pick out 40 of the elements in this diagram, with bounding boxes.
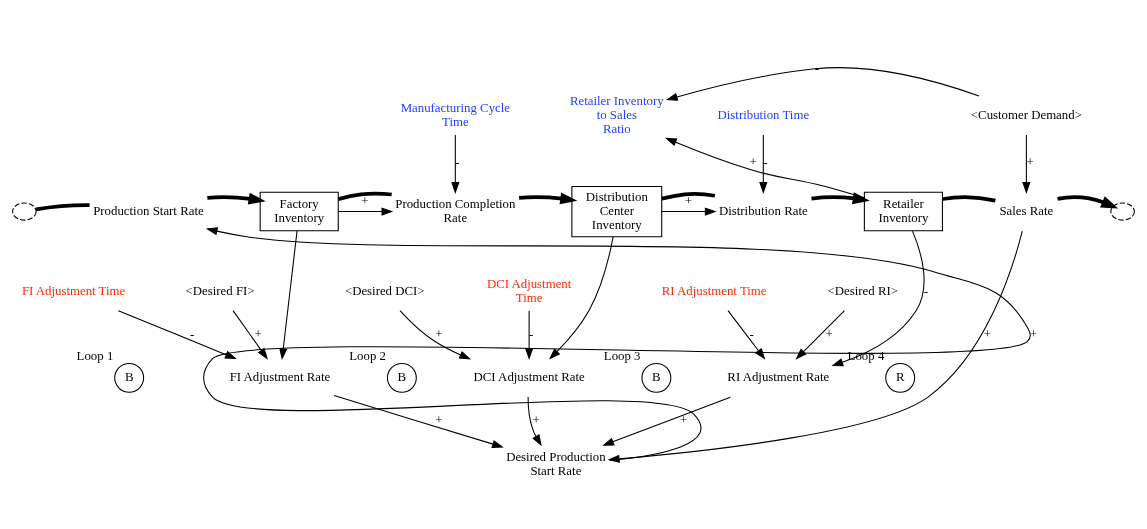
edge-label: - xyxy=(749,326,754,341)
edge-label: + xyxy=(749,154,757,169)
node-text: Sales Rate xyxy=(999,203,1054,218)
edge-label: - xyxy=(455,154,460,169)
node-text: Distribution Rate xyxy=(718,203,808,218)
edge-label: - xyxy=(923,283,928,298)
node-text: DCI Adjustment Time xyxy=(486,276,572,305)
node-text: Production Start Rate xyxy=(93,203,204,218)
node-label: Loop 1 xyxy=(76,348,114,363)
edge-label: + xyxy=(435,326,443,341)
node-text: RI Adjustment Rate xyxy=(727,370,830,385)
node-text: Manufacturing Cycle Time xyxy=(400,100,511,129)
node-text: Production Completion Rate xyxy=(395,196,516,225)
node-text: <Customer Demand> xyxy=(970,107,1082,122)
edge-label: - xyxy=(529,326,534,341)
node-text: Retailer Inventory to Sales Ratio xyxy=(569,93,664,136)
edge-label: - xyxy=(763,154,768,169)
node-text: <Desired DCI> xyxy=(344,283,425,298)
node-text: DCI Adjustment Rate xyxy=(473,370,585,385)
edge-label: + xyxy=(254,326,262,341)
node-text: FI Adjustment Time xyxy=(21,283,126,298)
edge-label: + xyxy=(825,326,833,341)
edge-label: + xyxy=(1026,154,1034,169)
node-text: Desired Production Start Rate xyxy=(506,449,606,478)
node-text: <Desired FI> xyxy=(185,283,255,298)
edge-label: + xyxy=(435,413,443,428)
node-text: <Desired RI> xyxy=(827,283,898,298)
edge-label: + xyxy=(680,413,688,428)
node-text: Distribution Time xyxy=(717,107,810,122)
edge-label: + xyxy=(983,326,991,341)
edge-label: + xyxy=(684,193,693,208)
edge-label: + xyxy=(532,413,540,428)
node-text: FI Adjustment Rate xyxy=(229,370,331,385)
edge-label: + xyxy=(1029,326,1037,341)
node-text: RI Adjustment Time xyxy=(661,283,767,298)
edge-label: + xyxy=(361,193,369,208)
edge-label: - xyxy=(190,326,195,341)
node-label: Loop 2 xyxy=(349,348,386,363)
edge-label: - xyxy=(814,60,819,75)
node-label: Loop 3 xyxy=(603,348,641,363)
